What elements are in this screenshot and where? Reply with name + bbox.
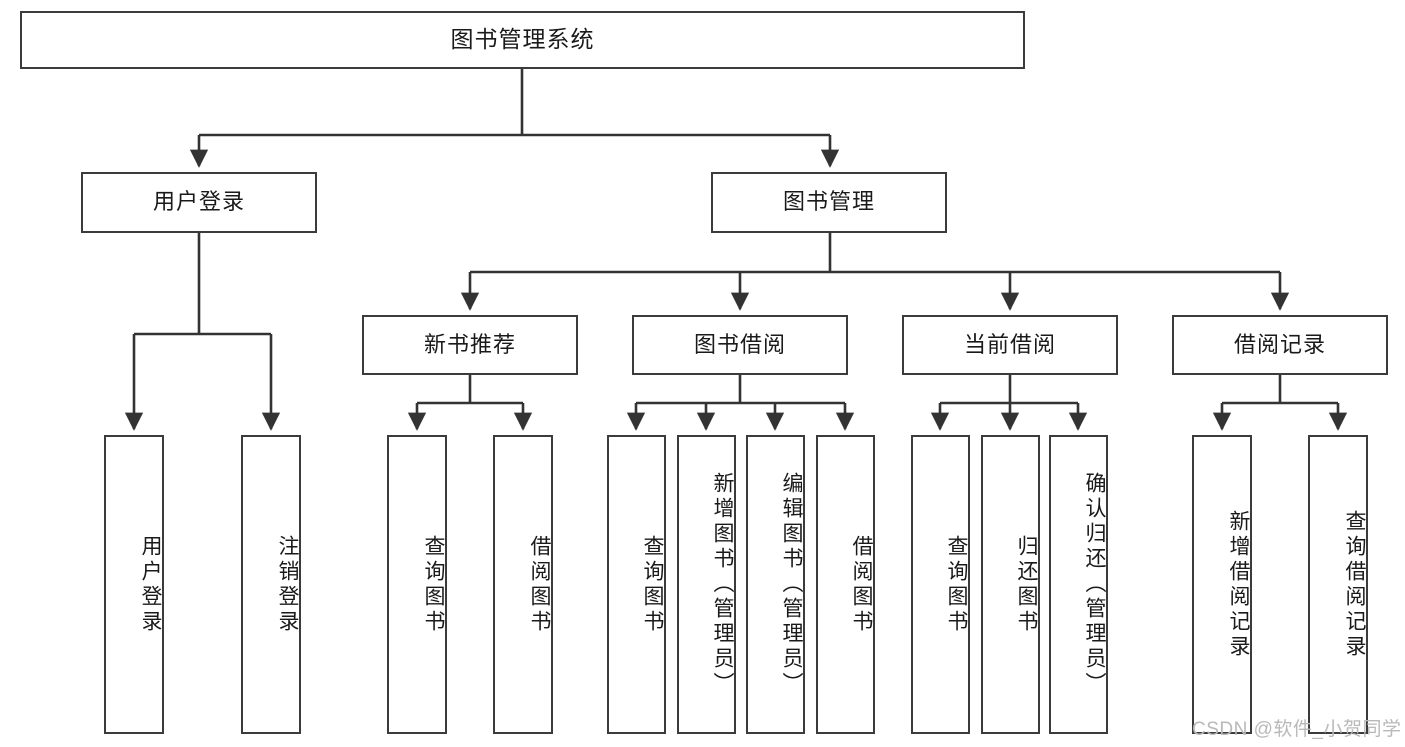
- leaf-query-book-1-label: 查询图书: [422, 534, 445, 635]
- node-new-book-recommend-label: 新书推荐: [423, 331, 516, 357]
- leaf-borrow-book-2[interactable]: 借阅图书: [816, 435, 875, 734]
- node-borrow-record-label: 借阅记录: [1233, 331, 1326, 357]
- node-new-book-recommend[interactable]: 新书推荐: [362, 315, 578, 375]
- leaf-logout[interactable]: 注销登录: [241, 435, 301, 734]
- node-root[interactable]: 图书管理系统: [20, 11, 1025, 69]
- node-current-borrow[interactable]: 当前借阅: [902, 315, 1118, 375]
- watermark: CSDN @软件_小贺同学: [1192, 719, 1402, 740]
- leaf-query-record[interactable]: 查询借阅记录: [1308, 435, 1368, 734]
- leaf-query-book-2-label: 查询图书: [641, 534, 664, 635]
- node-book-borrow[interactable]: 图书借阅: [632, 315, 848, 375]
- node-borrow-record[interactable]: 借阅记录: [1172, 315, 1388, 375]
- leaf-return-book-label: 归还图书: [1015, 534, 1038, 635]
- leaf-borrow-book-1-label: 借阅图书: [528, 534, 551, 635]
- leaf-add-record[interactable]: 新增借阅记录: [1192, 435, 1252, 734]
- leaf-logout-label: 注销登录: [276, 534, 299, 635]
- node-user-login-label: 用户登录: [152, 189, 245, 215]
- leaf-confirm-return-label: 确认归还（管理员）: [1083, 472, 1106, 697]
- node-book-manage-label: 图书管理: [782, 189, 875, 215]
- leaf-borrow-book-2-label: 借阅图书: [850, 534, 873, 635]
- leaf-return-book[interactable]: 归还图书: [981, 435, 1040, 734]
- leaf-add-book[interactable]: 新增图书（管理员）: [677, 435, 736, 734]
- node-book-manage[interactable]: 图书管理: [711, 172, 947, 233]
- node-current-borrow-label: 当前借阅: [963, 331, 1056, 357]
- leaf-query-book-3-label: 查询图书: [945, 534, 968, 635]
- leaf-add-book-label: 新增图书（管理员）: [711, 472, 734, 697]
- leaf-edit-book-label: 编辑图书（管理员）: [780, 472, 803, 697]
- leaf-add-record-label: 新增借阅记录: [1227, 509, 1250, 660]
- leaf-confirm-return[interactable]: 确认归还（管理员）: [1049, 435, 1108, 734]
- node-user-login[interactable]: 用户登录: [81, 172, 317, 233]
- leaf-user-login[interactable]: 用户登录: [104, 435, 164, 734]
- leaf-query-book-1[interactable]: 查询图书: [387, 435, 447, 734]
- node-book-borrow-label: 图书借阅: [693, 331, 786, 357]
- leaf-user-login-label: 用户登录: [139, 534, 162, 635]
- leaf-edit-book[interactable]: 编辑图书（管理员）: [746, 435, 805, 734]
- leaf-borrow-book-1[interactable]: 借阅图书: [493, 435, 553, 734]
- leaf-query-book-3[interactable]: 查询图书: [911, 435, 970, 734]
- node-root-label: 图书管理系统: [450, 26, 595, 53]
- leaf-query-record-label: 查询借阅记录: [1343, 509, 1366, 660]
- leaf-query-book-2[interactable]: 查询图书: [607, 435, 666, 734]
